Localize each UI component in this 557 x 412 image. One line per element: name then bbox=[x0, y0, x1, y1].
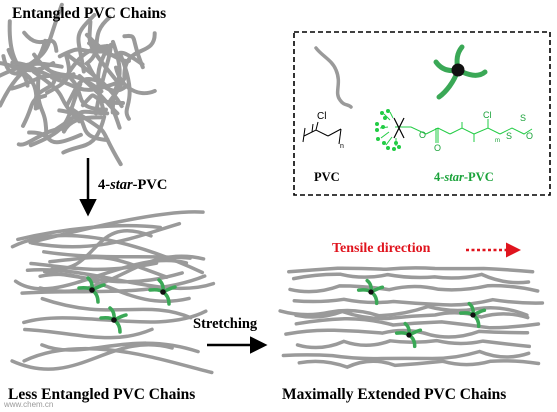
legend-star-icon bbox=[433, 44, 488, 100]
extended-chain-cluster bbox=[278, 266, 545, 369]
extended-star-crosslinks bbox=[356, 278, 487, 349]
entangled-chain bbox=[57, 47, 112, 59]
arrow-label-suffix: -PVC bbox=[132, 177, 168, 193]
less-entangled-chain bbox=[23, 327, 154, 340]
entangled-chain bbox=[21, 93, 48, 128]
legend-star-star: star bbox=[444, 170, 464, 184]
star-cl-label: Cl bbox=[483, 110, 492, 120]
entangled-chain bbox=[31, 69, 82, 124]
pvc-n-label: n bbox=[340, 143, 344, 150]
star-pvc-structure bbox=[379, 111, 533, 146]
less-star-1 bbox=[77, 276, 106, 304]
less-entangled-chain bbox=[30, 221, 182, 249]
extended-label: Maximally Extended PVC Chains bbox=[282, 386, 507, 403]
ext-star-2 bbox=[458, 301, 487, 329]
entangled-chain bbox=[118, 53, 132, 121]
star-s2-label: S bbox=[520, 113, 527, 123]
star-core bbox=[368, 289, 374, 295]
extended-chain bbox=[287, 266, 535, 274]
legend-star-prefix: 4- bbox=[434, 170, 445, 184]
star-core bbox=[406, 332, 412, 338]
extended-chain bbox=[291, 272, 531, 285]
star-m-label: m bbox=[495, 138, 500, 144]
extended-chain bbox=[294, 317, 541, 330]
less-entangled-chain bbox=[22, 346, 214, 375]
entangled-chain bbox=[86, 63, 127, 93]
entangled-chain bbox=[36, 67, 49, 140]
pvc-structure bbox=[302, 121, 342, 145]
entangled-chain bbox=[114, 65, 157, 96]
legend-star-suffix: -PVC bbox=[463, 170, 494, 184]
star-core bbox=[89, 287, 95, 293]
less-entangled-cluster bbox=[10, 210, 216, 375]
star-o1-label: O bbox=[419, 130, 427, 140]
entangled-chain bbox=[16, 2, 64, 74]
pvc-cl-label: Cl bbox=[317, 111, 327, 122]
entangled-chain bbox=[77, 74, 120, 116]
less-entangled-chain bbox=[40, 341, 200, 354]
extended-chain bbox=[288, 283, 540, 294]
less-star-2 bbox=[148, 278, 177, 306]
entangled-chain bbox=[80, 93, 125, 108]
less-entangled-star-crosslinks bbox=[77, 276, 177, 334]
watermark: www.chem.cn bbox=[4, 400, 54, 409]
extended-chain bbox=[292, 297, 545, 307]
entangled-chain bbox=[61, 114, 107, 155]
entangled-chain bbox=[28, 82, 83, 148]
legend-box bbox=[293, 31, 551, 196]
entangled-chain bbox=[50, 75, 124, 92]
extended-chain bbox=[294, 309, 530, 321]
arrow-label-prefix: 4- bbox=[98, 177, 111, 193]
less-entangled-chain bbox=[13, 258, 189, 291]
less-entangled-chain bbox=[40, 296, 193, 320]
less-star-3 bbox=[99, 306, 128, 334]
arrow-label: 4-star-PVC bbox=[98, 177, 167, 194]
star-core bbox=[470, 312, 476, 318]
less-entangled-label: Less Entangled PVC Chains bbox=[8, 386, 196, 403]
extended-chain bbox=[284, 328, 530, 339]
top-title: Entangled PVC Chains bbox=[12, 5, 167, 22]
entangled-chain bbox=[122, 33, 145, 70]
star-core bbox=[111, 317, 117, 323]
star-pvc-dots bbox=[375, 109, 401, 151]
less-entangled-chain bbox=[29, 261, 159, 272]
less-entangled-chain bbox=[48, 255, 169, 279]
extended-chain bbox=[297, 359, 541, 369]
extended-chain bbox=[278, 304, 529, 318]
legend-pvc-label: PVC bbox=[314, 170, 340, 184]
ext-star-3 bbox=[394, 321, 423, 349]
entangled-chain bbox=[61, 115, 103, 134]
less-entangled-chain bbox=[10, 233, 205, 275]
ext-star-1 bbox=[356, 278, 385, 306]
star-o2-label: O bbox=[434, 143, 442, 153]
entangled-chain-cluster bbox=[0, 2, 157, 167]
star-pvc-center bbox=[393, 117, 405, 139]
legend-pvc-chain bbox=[314, 46, 353, 109]
entangled-chain bbox=[45, 51, 71, 95]
stretching-label: Stretching bbox=[193, 316, 258, 332]
extended-chain bbox=[281, 349, 531, 361]
entangled-chain bbox=[33, 71, 57, 110]
star-o3-label: O bbox=[526, 131, 534, 141]
star-core bbox=[160, 289, 166, 295]
legend-star-label: 4-star-PVC bbox=[434, 170, 494, 185]
entangled-chain bbox=[87, 19, 121, 85]
less-entangled-chain bbox=[42, 250, 192, 260]
entangled-chain bbox=[0, 61, 56, 73]
tensile-direction-label: Tensile direction bbox=[332, 241, 431, 256]
star-s1-label: S bbox=[506, 131, 513, 141]
arrow-label-star: star bbox=[110, 177, 133, 193]
entangled-chain bbox=[27, 130, 83, 145]
